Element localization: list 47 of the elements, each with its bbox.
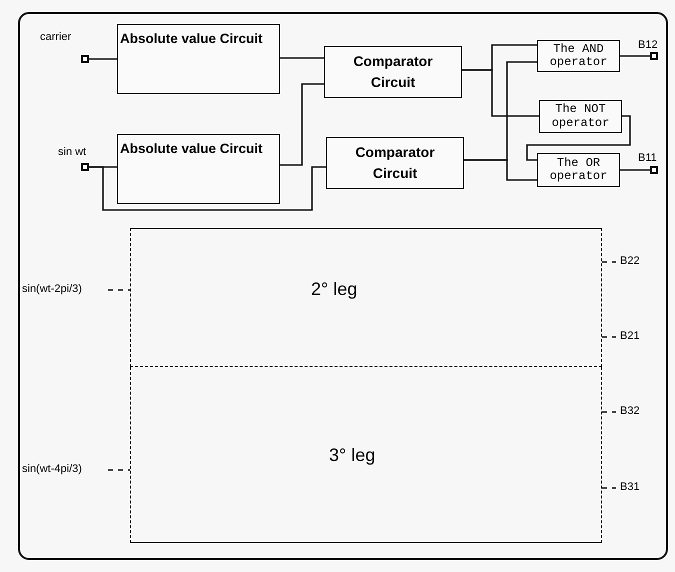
signal-label: sin(wt-2pi/3): [22, 283, 82, 295]
connector-line: [620, 169, 650, 171]
dashed-connector: [602, 261, 616, 263]
dashed-connector: [602, 411, 616, 413]
terminal: [81, 55, 89, 63]
process-box: [326, 137, 464, 189]
dashed-connector: [108, 469, 130, 471]
connector-line: [464, 159, 537, 181]
box-label: Absolute value Circuit: [120, 141, 263, 156]
process-box: [324, 46, 462, 98]
connector-line: [280, 83, 324, 166]
box-label: The AND operator: [548, 42, 608, 70]
terminal: [650, 166, 658, 174]
dashed-connector: [108, 289, 130, 291]
box-label: Absolute value Circuit: [120, 31, 263, 46]
box-label: The NOT operator: [550, 103, 610, 130]
process-box: [117, 24, 280, 94]
terminal-label: B12: [638, 39, 658, 51]
connector-line: [526, 115, 631, 161]
logic-box: [539, 100, 622, 133]
signal-label: B22: [620, 255, 640, 267]
leg-region: [130, 228, 602, 367]
signal-label: B31: [620, 481, 640, 493]
signal-label: B21: [620, 330, 640, 342]
terminal-label: sin wt: [58, 146, 86, 158]
leg-region: [130, 367, 602, 543]
region-label: 3° leg: [329, 445, 376, 466]
terminal-label: B11: [638, 152, 657, 164]
connector-line: [89, 166, 326, 211]
box-label: Comparator Circuit: [354, 143, 436, 183]
connector-line: [89, 58, 117, 60]
dashed-connector: [602, 336, 616, 338]
connector-line: [280, 57, 324, 59]
signal-label: sin(wt-4pi/3): [22, 463, 82, 475]
terminal: [650, 52, 658, 60]
box-label: Comparator Circuit: [352, 52, 434, 92]
signal-label: B32: [620, 405, 640, 417]
terminal: [81, 163, 89, 171]
logic-box: [537, 153, 620, 187]
process-box: [117, 134, 280, 204]
connector-line: [462, 69, 539, 117]
terminal-label: carrier: [40, 31, 72, 43]
region-label: 2° leg: [311, 279, 358, 300]
connector-line: [620, 55, 650, 57]
box-label: The OR operator: [548, 156, 608, 184]
dashed-connector: [602, 487, 616, 489]
logic-box: [537, 40, 620, 72]
